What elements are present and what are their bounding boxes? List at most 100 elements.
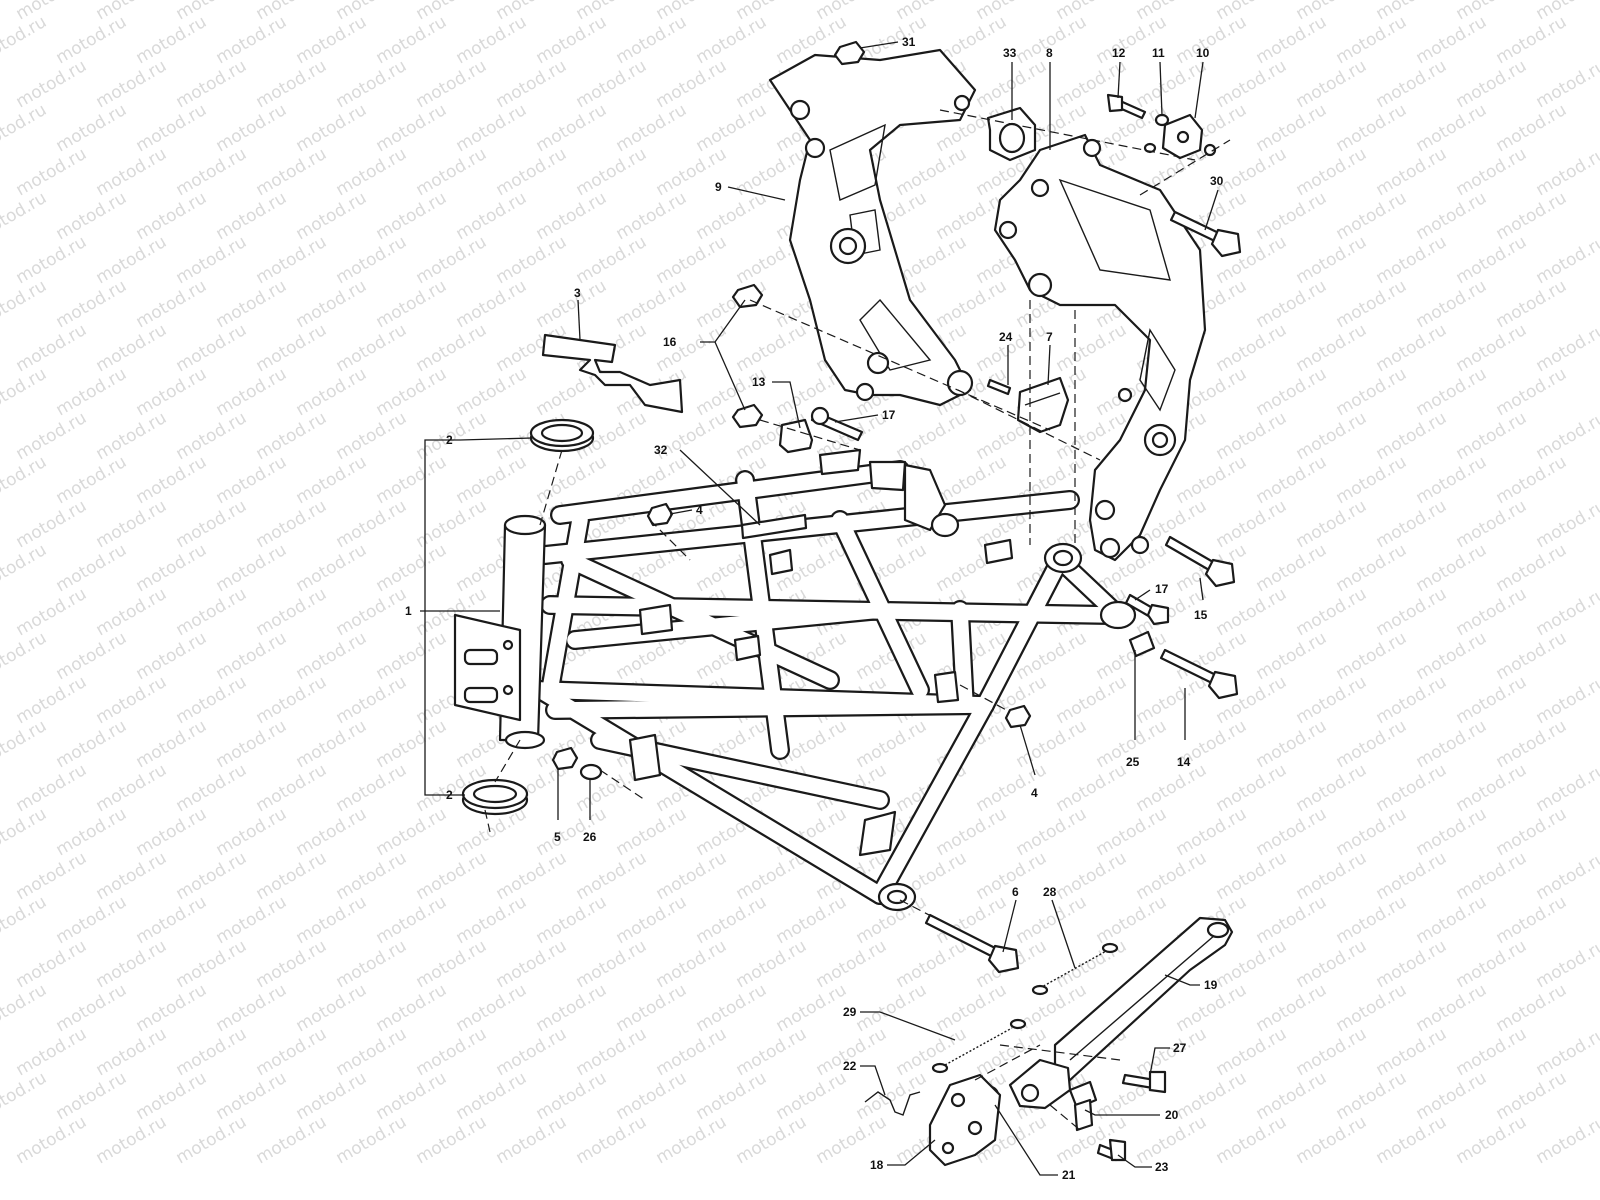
watermark-text: motod.ru bbox=[613, 892, 691, 948]
callout-15: 15 bbox=[1194, 608, 1208, 622]
watermark-text: motod.ru bbox=[173, 672, 251, 728]
watermark-text: motod.ru bbox=[1253, 364, 1331, 420]
watermark-text: motod.ru bbox=[1493, 628, 1571, 684]
watermark-text: motod.ru bbox=[333, 144, 411, 200]
watermark-text: motod.ru bbox=[853, 980, 931, 1036]
decal-sticker bbox=[541, 333, 684, 414]
callout-26: 26 bbox=[583, 830, 597, 844]
watermark-text: motod.ru bbox=[173, 232, 251, 288]
watermark-text: motod.ru bbox=[493, 1024, 571, 1080]
watermark-text: motod.ru bbox=[733, 1112, 811, 1168]
watermark-text: motod.ru bbox=[173, 56, 251, 112]
watermark-text: motod.ru bbox=[893, 1024, 971, 1080]
watermark-text: motod.ru bbox=[1173, 12, 1251, 68]
watermark-text: motod.ru bbox=[933, 980, 1011, 1036]
watermark-text: motod.ru bbox=[93, 232, 171, 288]
watermark-text: motod.ru bbox=[53, 12, 131, 68]
watermark-text: motod.ru bbox=[1533, 496, 1600, 552]
watermark-text: motod.ru bbox=[53, 1068, 131, 1124]
watermark-text: motod.ru bbox=[293, 804, 371, 860]
watermark-text: motod.ru bbox=[1493, 364, 1571, 420]
watermark-text: motod.ru bbox=[613, 1068, 691, 1124]
watermark-text: motod.ru bbox=[53, 980, 131, 1036]
watermark-text: motod.ru bbox=[413, 848, 491, 904]
clamp-10 bbox=[1161, 113, 1217, 160]
watermark-text: motod.ru bbox=[213, 1068, 291, 1124]
watermark-text: motod.ru bbox=[53, 892, 131, 948]
watermark-text: motod.ru bbox=[1053, 672, 1131, 728]
watermark-text: motod.ru bbox=[573, 1112, 651, 1168]
watermark-text: motod.ru bbox=[213, 892, 291, 948]
watermark-text: motod.ru bbox=[333, 936, 411, 992]
watermark-text: motod.ru bbox=[733, 320, 811, 376]
watermark-text: motod.ru bbox=[253, 1024, 331, 1080]
callout-33: 33 bbox=[1003, 46, 1017, 60]
watermark-text: motod.ru bbox=[533, 276, 611, 332]
watermark-text: motod.ru bbox=[533, 980, 611, 1036]
watermark-text: motod.ru bbox=[333, 584, 411, 640]
watermark-text: motod.ru bbox=[0, 892, 50, 948]
watermark-text: motod.ru bbox=[13, 232, 91, 288]
watermark-text: motod.ru bbox=[973, 56, 1051, 112]
watermark-text: motod.ru bbox=[213, 100, 291, 156]
watermark-text: motod.ru bbox=[213, 452, 291, 508]
watermark-text: motod.ru bbox=[93, 848, 171, 904]
watermark-text: motod.ru bbox=[1053, 848, 1131, 904]
watermark-text: motod.ru bbox=[333, 1024, 411, 1080]
callout-labels: 31 33 8 12 11 10 9 30 3 16 24 7 13 17 2 … bbox=[405, 35, 1224, 1182]
watermark-text: motod.ru bbox=[413, 56, 491, 112]
watermark-text: motod.ru bbox=[1173, 804, 1251, 860]
watermark-text: motod.ru bbox=[333, 672, 411, 728]
watermark-text: motod.ru bbox=[53, 716, 131, 772]
watermark-text: motod.ru bbox=[1253, 804, 1331, 860]
watermark-text: motod.ru bbox=[1413, 540, 1491, 596]
watermark-text: motod.ru bbox=[93, 144, 171, 200]
watermark-text: motod.ru bbox=[93, 760, 171, 816]
watermark-text: motod.ru bbox=[693, 892, 771, 948]
watermark-text: motod.ru bbox=[293, 276, 371, 332]
watermark-text: motod.ru bbox=[1173, 1068, 1251, 1124]
watermark-text: motod.ru bbox=[613, 276, 691, 332]
callout-20: 20 bbox=[1165, 1108, 1179, 1122]
watermark-text: motod.ru bbox=[693, 188, 771, 244]
callout-3: 3 bbox=[574, 286, 581, 300]
watermark-text: motod.ru bbox=[173, 496, 251, 552]
watermark-text: motod.ru bbox=[133, 980, 211, 1036]
watermark-text: motod.ru bbox=[1453, 760, 1531, 816]
callout-2: 2 bbox=[446, 788, 453, 802]
watermark-text: motod.ru bbox=[1453, 144, 1531, 200]
watermark-text: motod.ru bbox=[133, 276, 211, 332]
watermark-text: motod.ru bbox=[1453, 320, 1531, 376]
watermark-text: motod.ru bbox=[933, 804, 1011, 860]
watermark-text: motod.ru bbox=[93, 584, 171, 640]
watermark-text: motod.ru bbox=[1373, 584, 1451, 640]
watermark-text: motod.ru bbox=[1493, 892, 1571, 948]
side-stand-pivot bbox=[1008, 1058, 1072, 1110]
right-engine-plate bbox=[993, 133, 1207, 562]
watermark-text: motod.ru bbox=[853, 716, 931, 772]
watermark-text: motod.ru bbox=[1453, 672, 1531, 728]
watermark-text: motod.ru bbox=[413, 1112, 491, 1168]
upper-bearing bbox=[529, 418, 595, 453]
watermark-text: motod.ru bbox=[1333, 540, 1411, 596]
watermark-text: motod.ru bbox=[773, 892, 851, 948]
watermark-text: motod.ru bbox=[173, 1024, 251, 1080]
watermark-text: motod.ru bbox=[1493, 12, 1571, 68]
watermark-text: motod.ru bbox=[0, 188, 50, 244]
watermark-text: motod.ru bbox=[13, 584, 91, 640]
watermark-text: motod.ru bbox=[1133, 760, 1211, 816]
watermark-text: motod.ru bbox=[813, 936, 891, 992]
watermark-text: motod.ru bbox=[133, 100, 211, 156]
watermark-text: motod.ru bbox=[1213, 56, 1291, 112]
watermark-text: motod.ru bbox=[1293, 408, 1371, 464]
watermark-text: motod.ru bbox=[653, 848, 731, 904]
watermark-text: motod.ru bbox=[0, 452, 50, 508]
watermark-text: motod.ru bbox=[853, 1068, 931, 1124]
watermark-text: motod.ru bbox=[1373, 56, 1451, 112]
callout-14: 14 bbox=[1177, 755, 1191, 769]
watermark-text: motod.ru bbox=[0, 364, 50, 420]
watermark-text: motod.ru bbox=[693, 12, 771, 68]
watermark-text: motod.ru bbox=[1333, 188, 1411, 244]
watermark-text: motod.ru bbox=[613, 804, 691, 860]
watermark-text: motod.ru bbox=[493, 848, 571, 904]
